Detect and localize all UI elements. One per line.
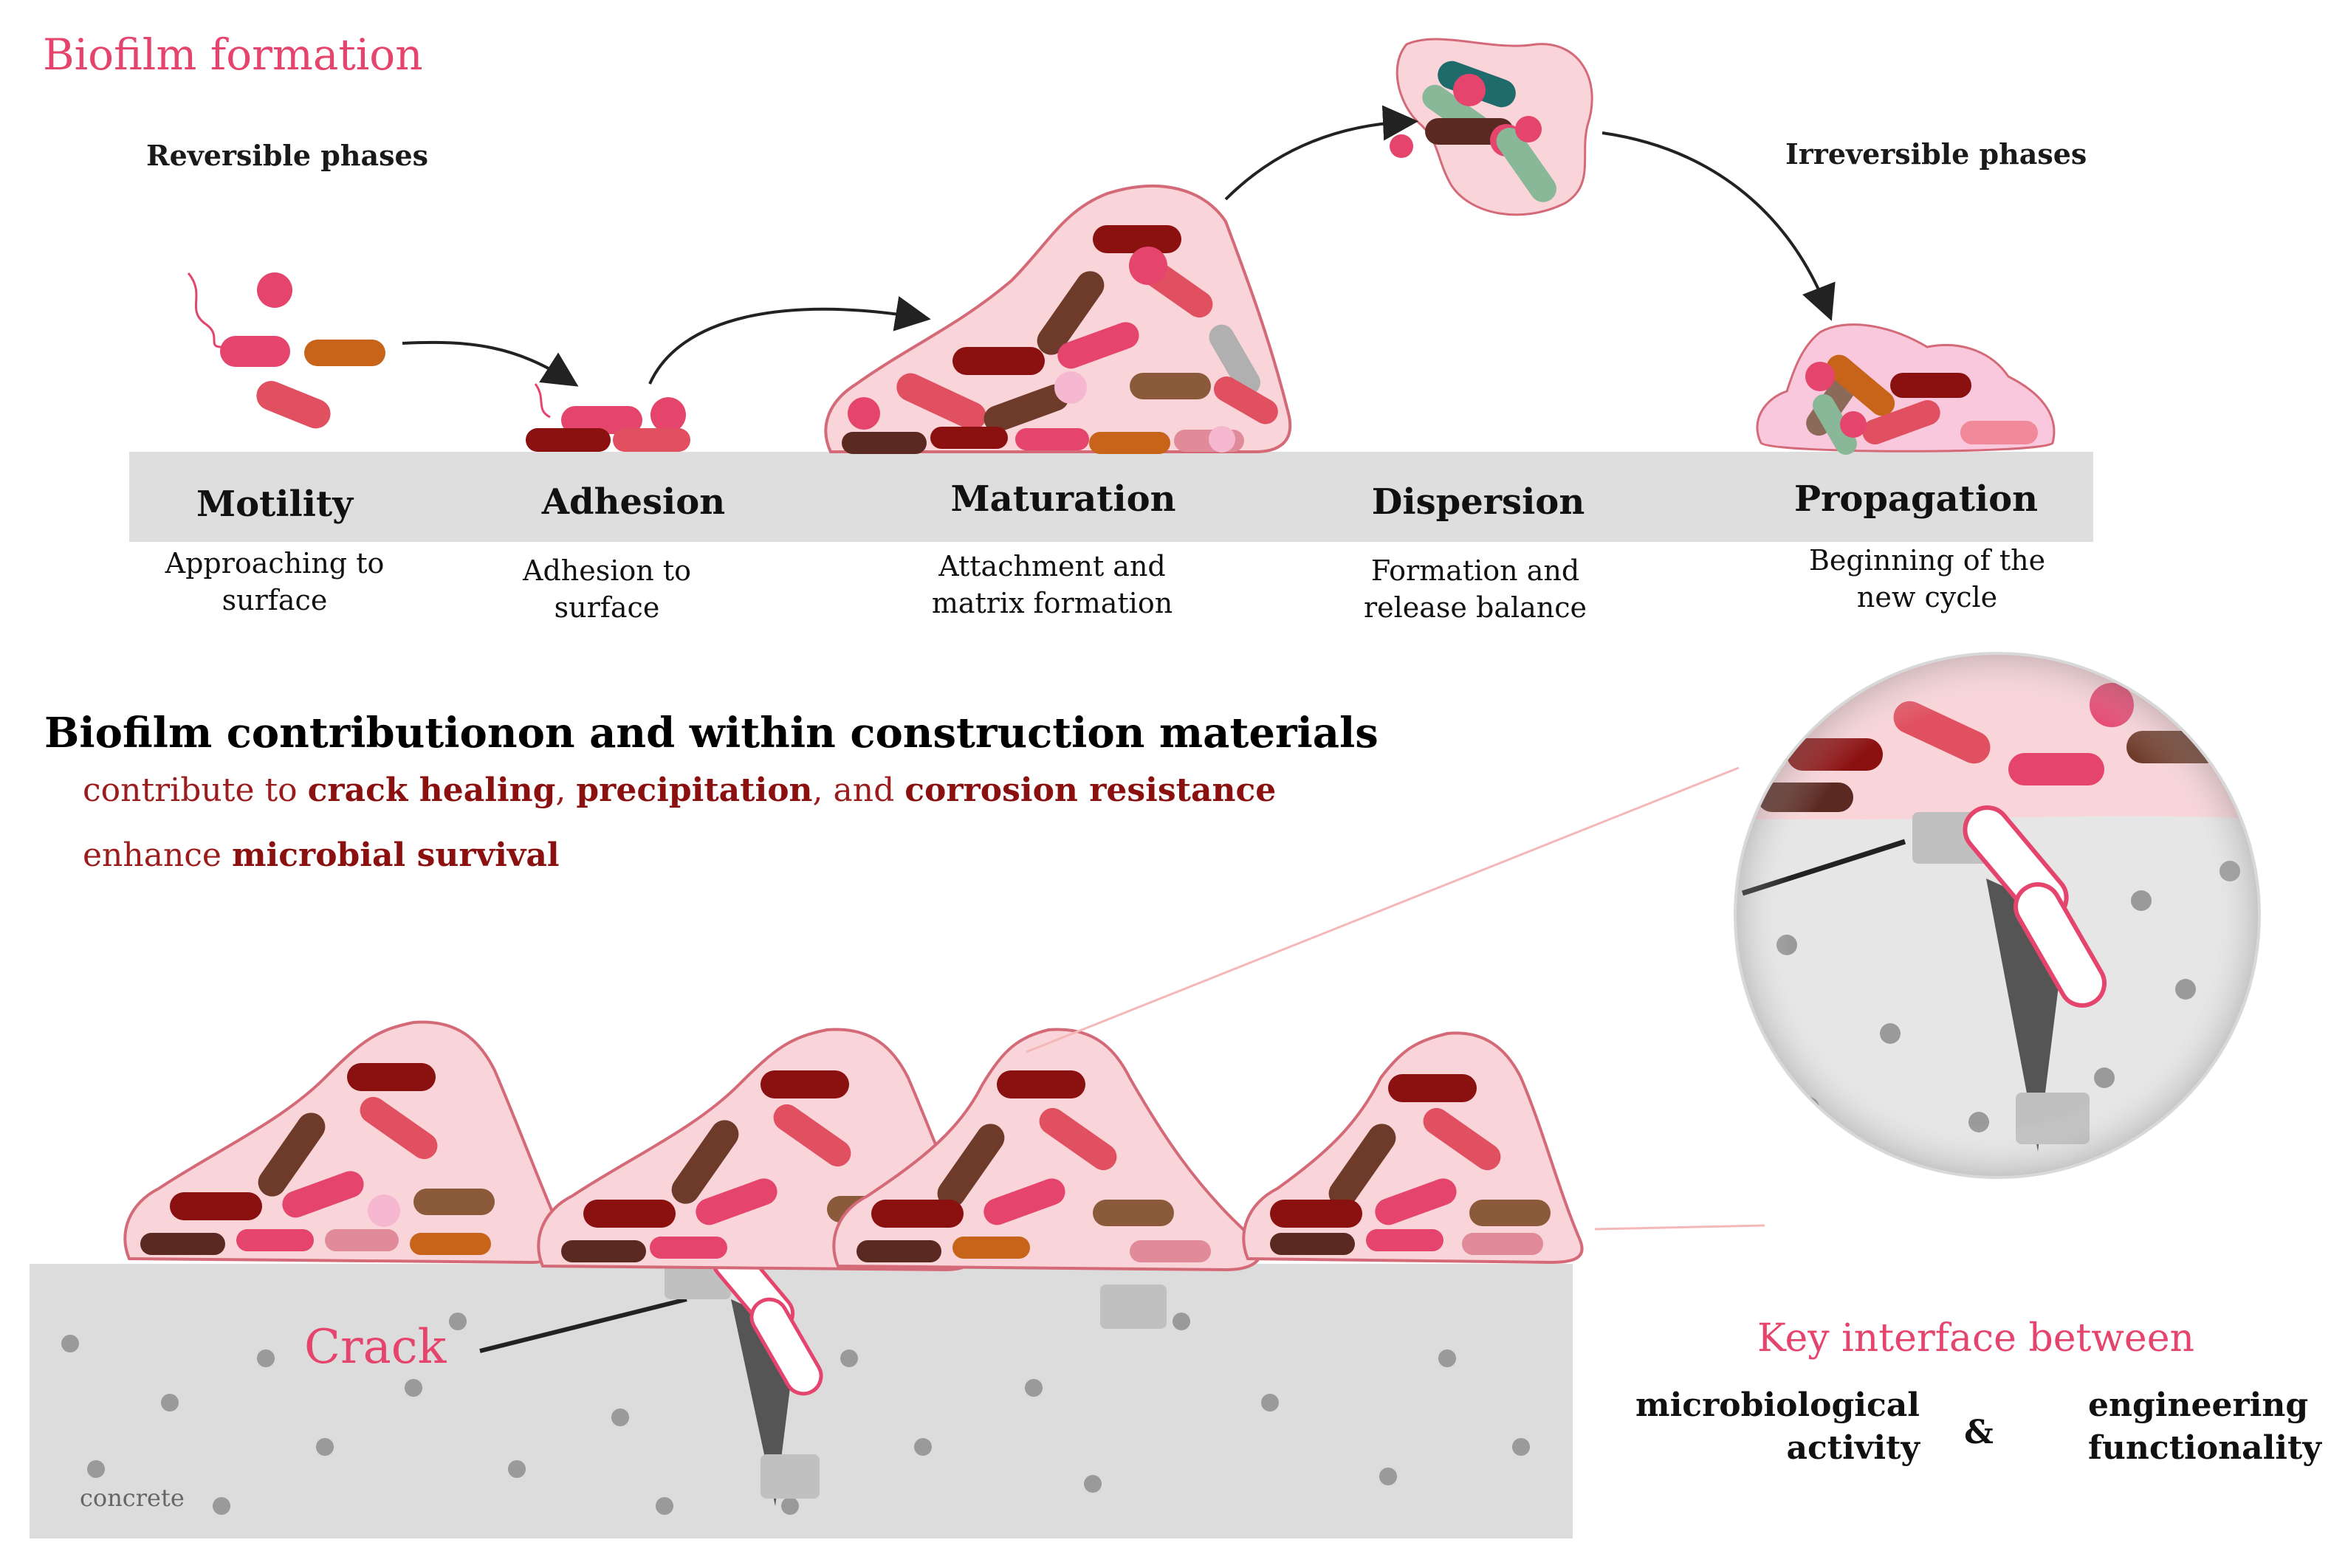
adhesion-cells [526, 383, 690, 452]
irreversible-phases-note: Irreversible phases [1785, 137, 2087, 171]
zoom-line-top [1026, 766, 1740, 1053]
surface-bar [129, 452, 2093, 542]
dispersion-cluster [1390, 38, 1593, 216]
concrete-label: concrete [80, 1484, 185, 1512]
crack-label: Crack [304, 1320, 447, 1375]
stage-label-maturation: Maturation [950, 478, 1176, 520]
stage-label-dispersion: Dispersion [1371, 481, 1585, 523]
figure-title: Biofilm formation [43, 30, 423, 80]
zoom-line-bottom [1594, 1224, 1765, 1231]
stage-label-propagation: Propagation [1793, 478, 2039, 520]
stage-label-adhesion: Adhesion [541, 481, 726, 523]
contribution-line-2: enhance microbial survival [83, 836, 560, 874]
crack-line [479, 1297, 687, 1353]
zoom-circle [1734, 652, 2261, 1179]
concrete-pores [61, 1313, 1530, 1515]
motility-cells [187, 272, 385, 429]
propagation-biofilm [1756, 323, 2056, 455]
bottom-biofilm-4 [1242, 1031, 1584, 1265]
arrow-dispersion-propagation [1602, 131, 1836, 321]
arrow-motility-adhesion [402, 340, 579, 387]
reversible-phases-note: Reversible phases [146, 139, 429, 172]
contribution-line-1: contribute to crack healing, precipitati… [83, 771, 1277, 809]
maturation-biofilm [824, 185, 1292, 454]
bottom-biofilm-1 [123, 1020, 565, 1265]
key-ampersand: & [1964, 1414, 1994, 1451]
bottom-biofilm-3 [832, 1028, 1262, 1272]
stage-label-motility: Motility [196, 484, 354, 525]
key-interface-title: Key interface between [1757, 1316, 2194, 1361]
arrow-adhesion-maturation [648, 296, 931, 385]
arrow-maturation-dispersion [1224, 105, 1418, 201]
contribution-title: Biofilm contributionon and within constr… [44, 709, 1379, 757]
